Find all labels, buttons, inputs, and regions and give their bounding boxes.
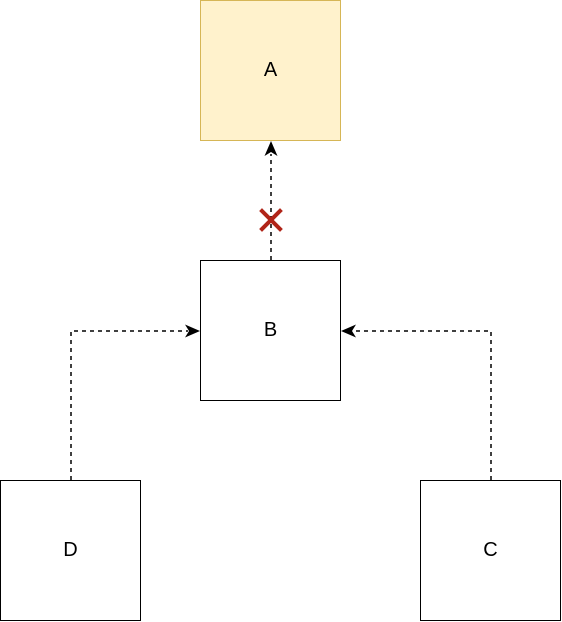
edge-b-to-a[interactable] <box>259 141 283 260</box>
node-a-label: A <box>263 59 278 81</box>
node-c[interactable]: C <box>420 480 561 621</box>
node-a[interactable]: A <box>200 0 341 141</box>
edge-d-to-b[interactable] <box>70 324 200 481</box>
node-d[interactable]: D <box>0 480 141 621</box>
node-c-label: C <box>483 539 498 561</box>
arrowhead-right-icon <box>185 324 200 338</box>
edge-line-c-b <box>353 330 492 480</box>
arrowhead-left-icon <box>341 324 356 338</box>
node-d-label: D <box>63 539 78 561</box>
edge-line-d-b <box>70 330 188 480</box>
edge-c-to-b[interactable] <box>341 324 492 481</box>
node-b-label: B <box>263 319 278 341</box>
node-b[interactable]: B <box>200 260 341 401</box>
arrowhead-up-icon <box>264 141 278 156</box>
cross-icon <box>259 208 283 232</box>
